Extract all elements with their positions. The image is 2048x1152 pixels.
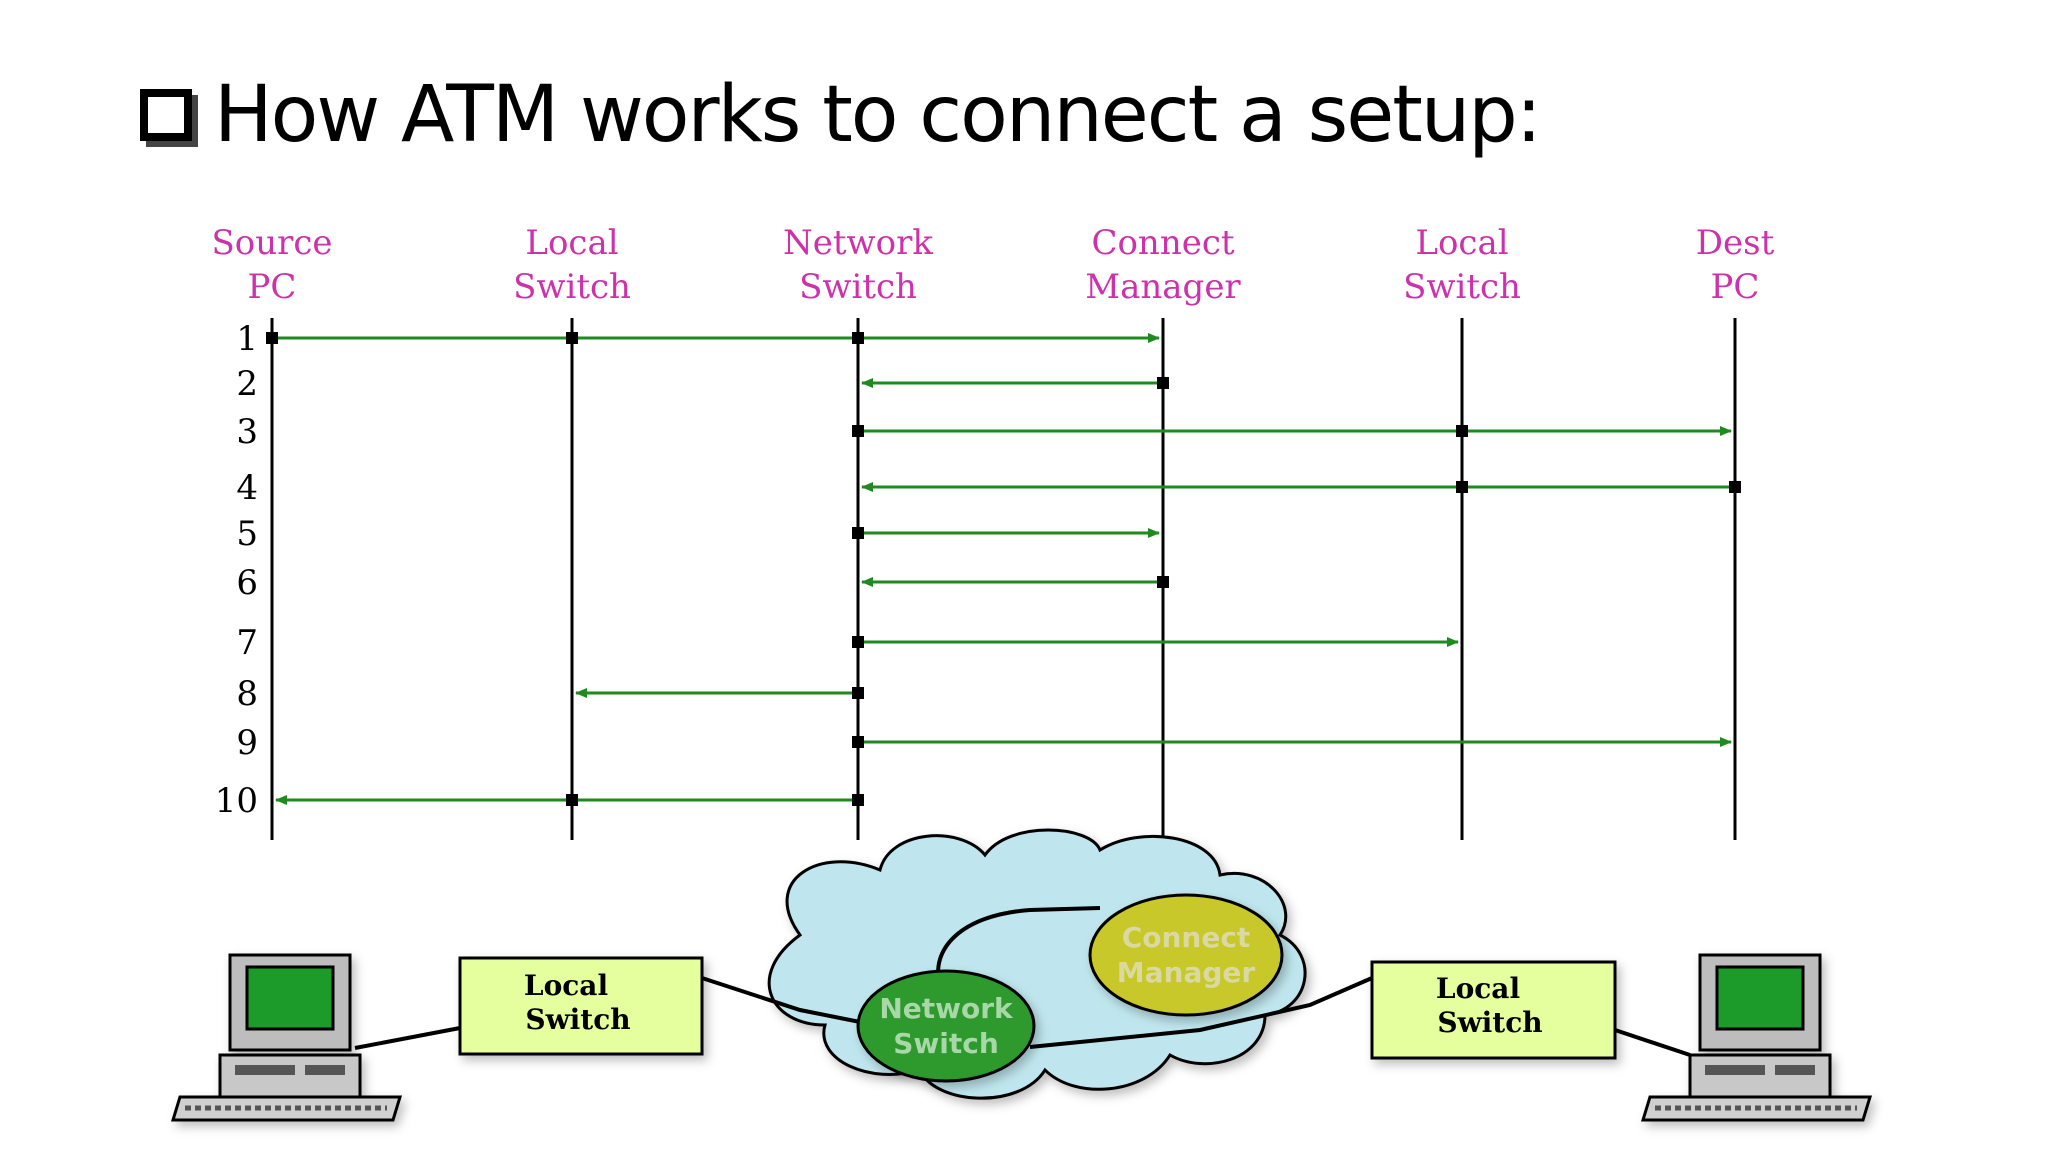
- link-left-pc-to-switch: [354, 1026, 461, 1050]
- connect-manager-node: [1088, 893, 1284, 1017]
- checkbox-bullet-icon: [140, 89, 198, 147]
- step-number: 5: [236, 514, 258, 554]
- source-computer-icon: [170, 953, 403, 1122]
- link-left-switch-to-network: [701, 976, 861, 1024]
- left-local-switch-box: [458, 956, 704, 1056]
- slide-title-row: How ATM works to connect a setup:: [140, 70, 1542, 160]
- lifelines: [270, 318, 1737, 840]
- step-number: 2: [236, 364, 258, 404]
- dest-computer-icon: [1640, 953, 1873, 1122]
- step-number: 3: [236, 412, 258, 452]
- network-switch-node: [856, 969, 1036, 1083]
- network-switch-label-line2: Switch: [893, 1027, 999, 1060]
- step-node-dot: [1456, 481, 1468, 493]
- right-local-switch-label-line1: Local: [1436, 972, 1520, 1005]
- step-number: 1: [236, 319, 258, 359]
- column-header-local-switch-left-line1: Local: [525, 223, 618, 263]
- right-local-switch-label-line2: Switch: [1437, 1006, 1542, 1039]
- column-header-network-switch-line1: Network: [783, 223, 933, 263]
- column-headers: Source PC Local Switch Network Switch Co…: [211, 223, 1774, 307]
- column-header-dest-pc-line1: Dest: [1696, 223, 1775, 263]
- connect-manager-label-line1: Connect: [1122, 921, 1251, 954]
- column-header-network-switch-line2: Switch: [799, 267, 917, 307]
- step-node-dot: [852, 425, 864, 437]
- step-number: 4: [236, 468, 258, 508]
- column-header-connect-manager-line2: Manager: [1085, 267, 1241, 307]
- link-network-to-right-switch: [1029, 976, 1373, 1049]
- step-node-dot: [1729, 481, 1741, 493]
- left-local-switch-label-line2: Switch: [525, 1003, 630, 1036]
- step-node-dot: [852, 794, 864, 806]
- step-node-dot: [852, 527, 864, 539]
- column-header-connect-manager-line1: Connect: [1091, 223, 1234, 263]
- step-number: 6: [236, 563, 258, 603]
- step-number: 8: [236, 674, 258, 714]
- step-node-dot: [852, 736, 864, 748]
- step-node-dot: [1157, 377, 1169, 389]
- column-header-local-switch-right-line2: Switch: [1403, 267, 1521, 307]
- step-number: 9: [236, 723, 258, 763]
- column-header-dest-pc-line2: PC: [1711, 267, 1760, 307]
- column-header-source-pc-line2: PC: [248, 267, 297, 307]
- step-node-dot: [1157, 576, 1169, 588]
- step-node-dot: [266, 332, 278, 344]
- right-local-switch-box: [1370, 960, 1617, 1060]
- slide-title: How ATM works to connect a setup:: [214, 70, 1542, 160]
- step-node-dot: [852, 636, 864, 648]
- step-node-dot: [566, 332, 578, 344]
- step-node-dot: [1456, 425, 1468, 437]
- step-node-dot: [566, 794, 578, 806]
- step-node-dot: [852, 332, 864, 344]
- connect-manager-label-line2: Manager: [1117, 956, 1256, 989]
- network-switch-label-line1: Network: [879, 992, 1014, 1025]
- column-header-local-switch-right-line1: Local: [1415, 223, 1508, 263]
- link-right-switch-to-pc: [1614, 1028, 1691, 1057]
- step-number: 7: [236, 623, 258, 663]
- column-header-source-pc-line1: Source: [211, 223, 332, 263]
- column-header-local-switch-left-line2: Switch: [513, 267, 631, 307]
- step-node-dot: [852, 687, 864, 699]
- message-steps: 1 2 3 4 5 6 7 8 9 10: [215, 319, 1741, 821]
- step-number: 10: [215, 781, 258, 821]
- network-topology: Connect Manager Network Switch Local Swi…: [170, 828, 1873, 1122]
- left-local-switch-label-line1: Local: [524, 969, 608, 1002]
